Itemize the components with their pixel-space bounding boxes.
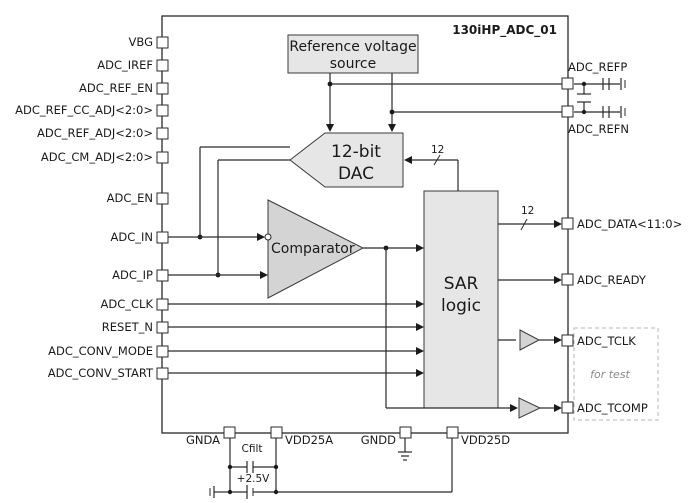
pin-adc-clk: ADC_CLK — [101, 297, 154, 311]
supply-label: +2.5V — [237, 473, 270, 485]
pin-adc-conv-start: ADC_CONV_START — [48, 366, 154, 380]
bottom-pins: GNDA VDD25A GNDD VDD25D — [186, 426, 510, 447]
pin-box-reset-n — [156, 321, 169, 334]
pin-vdd25d: VDD25D — [461, 433, 510, 447]
pin-adc-refn: ADC_REFN — [568, 122, 629, 136]
pin-box-adc-ref-adj — [156, 127, 169, 140]
dac-label-2: DAC — [338, 164, 374, 184]
pin-box-tclk — [561, 334, 574, 347]
pin-box-adc-cm-adj — [156, 151, 169, 164]
pin-adc-ref-cc-adj: ADC_REF_CC_ADJ<2:0> — [15, 103, 153, 117]
right-pins: ADC_REFP ADC_REFN ADC_DATA<11:0> ADC_REA… — [561, 60, 682, 415]
pin-adc-tclk: ADC_TCLK — [577, 334, 636, 348]
module-title: 130iHP_ADC_01 — [452, 23, 557, 38]
pin-box-adc-ref-cc-adj — [156, 104, 169, 117]
test-pins-box — [573, 327, 659, 421]
pin-adc-conv-mode: ADC_CONV_MODE — [48, 344, 153, 358]
sar-label-1: SAR — [444, 274, 479, 294]
pin-adc-iref: ADC_IREF — [97, 58, 153, 72]
pin-adc-refp: ADC_REFP — [568, 60, 627, 74]
pin-adc-cm-adj: ADC_CM_ADJ<2:0> — [41, 150, 153, 164]
pin-box-adc-in — [156, 231, 169, 244]
ref-source-label-1: Reference voltage — [289, 39, 416, 55]
pin-adc-ready: ADC_READY — [577, 273, 647, 287]
pin-box-refn — [561, 105, 574, 118]
data-bus-width: 12 — [521, 205, 534, 217]
ref-source-label-2: source — [330, 56, 377, 72]
pin-box-ready — [561, 273, 574, 286]
pin-box-vbg — [156, 36, 169, 49]
pin-box-vdd25d — [446, 426, 459, 439]
dac-label-1: 12-bit — [331, 142, 381, 162]
pin-box-gndd — [399, 426, 412, 439]
pin-box-adc-conv-start — [156, 367, 169, 380]
pin-adc-ip: ADC_IP — [112, 268, 153, 282]
pin-adc-ref-adj: ADC_REF_ADJ<2:0> — [37, 126, 153, 140]
tcomp-buffer — [518, 397, 542, 419]
pin-adc-in: ADC_IN — [111, 230, 154, 244]
pin-gnda: GNDA — [186, 433, 220, 447]
test-note: for test — [590, 368, 630, 381]
pin-reset-n: RESET_N — [102, 320, 153, 334]
pin-box-data — [561, 217, 574, 230]
pin-gndd: GNDD — [361, 433, 396, 447]
comparator-label: Comparator — [271, 241, 355, 257]
comparator-block: Comparator — [264, 199, 365, 299]
pin-box-adc-clk — [156, 298, 169, 311]
pin-box-adc-ref-en — [156, 82, 169, 95]
pin-vbg: VBG — [129, 35, 153, 49]
sar-label-2: logic — [441, 296, 481, 316]
sar-logic-block: SAR logic — [423, 190, 499, 409]
pin-adc-en: ADC_EN — [107, 191, 153, 205]
left-pin-column: VBG ADC_IREF ADC_REF_EN ADC_REF_CC_ADJ<2:0>… — [15, 35, 169, 380]
pin-vdd25a: VDD25A — [285, 433, 333, 447]
pin-box-adc-conv-mode — [156, 345, 169, 358]
dac-bus-width: 12 — [431, 144, 444, 156]
left-pin-wiring — [168, 233, 424, 377]
pin-box-tcomp — [561, 401, 574, 414]
dac-block: 12-bit DAC — [289, 132, 404, 188]
pin-box-refp — [561, 77, 574, 90]
tclk-buffer — [519, 329, 541, 351]
pin-box-adc-ip — [156, 269, 169, 282]
cfilt-label: Cfilt — [242, 443, 263, 455]
pin-box-vdd25a — [270, 426, 283, 439]
pin-adc-ref-en: ADC_REF_EN — [79, 81, 153, 95]
pin-box-adc-en — [156, 192, 169, 205]
pin-adc-tcomp: ADC_TCOMP — [577, 401, 648, 415]
pin-box-adc-iref — [156, 59, 169, 72]
pin-adc-data: ADC_DATA<11:0> — [577, 217, 682, 231]
pin-box-gnda — [223, 426, 236, 439]
reference-voltage-source: Reference voltage source — [287, 34, 419, 74]
